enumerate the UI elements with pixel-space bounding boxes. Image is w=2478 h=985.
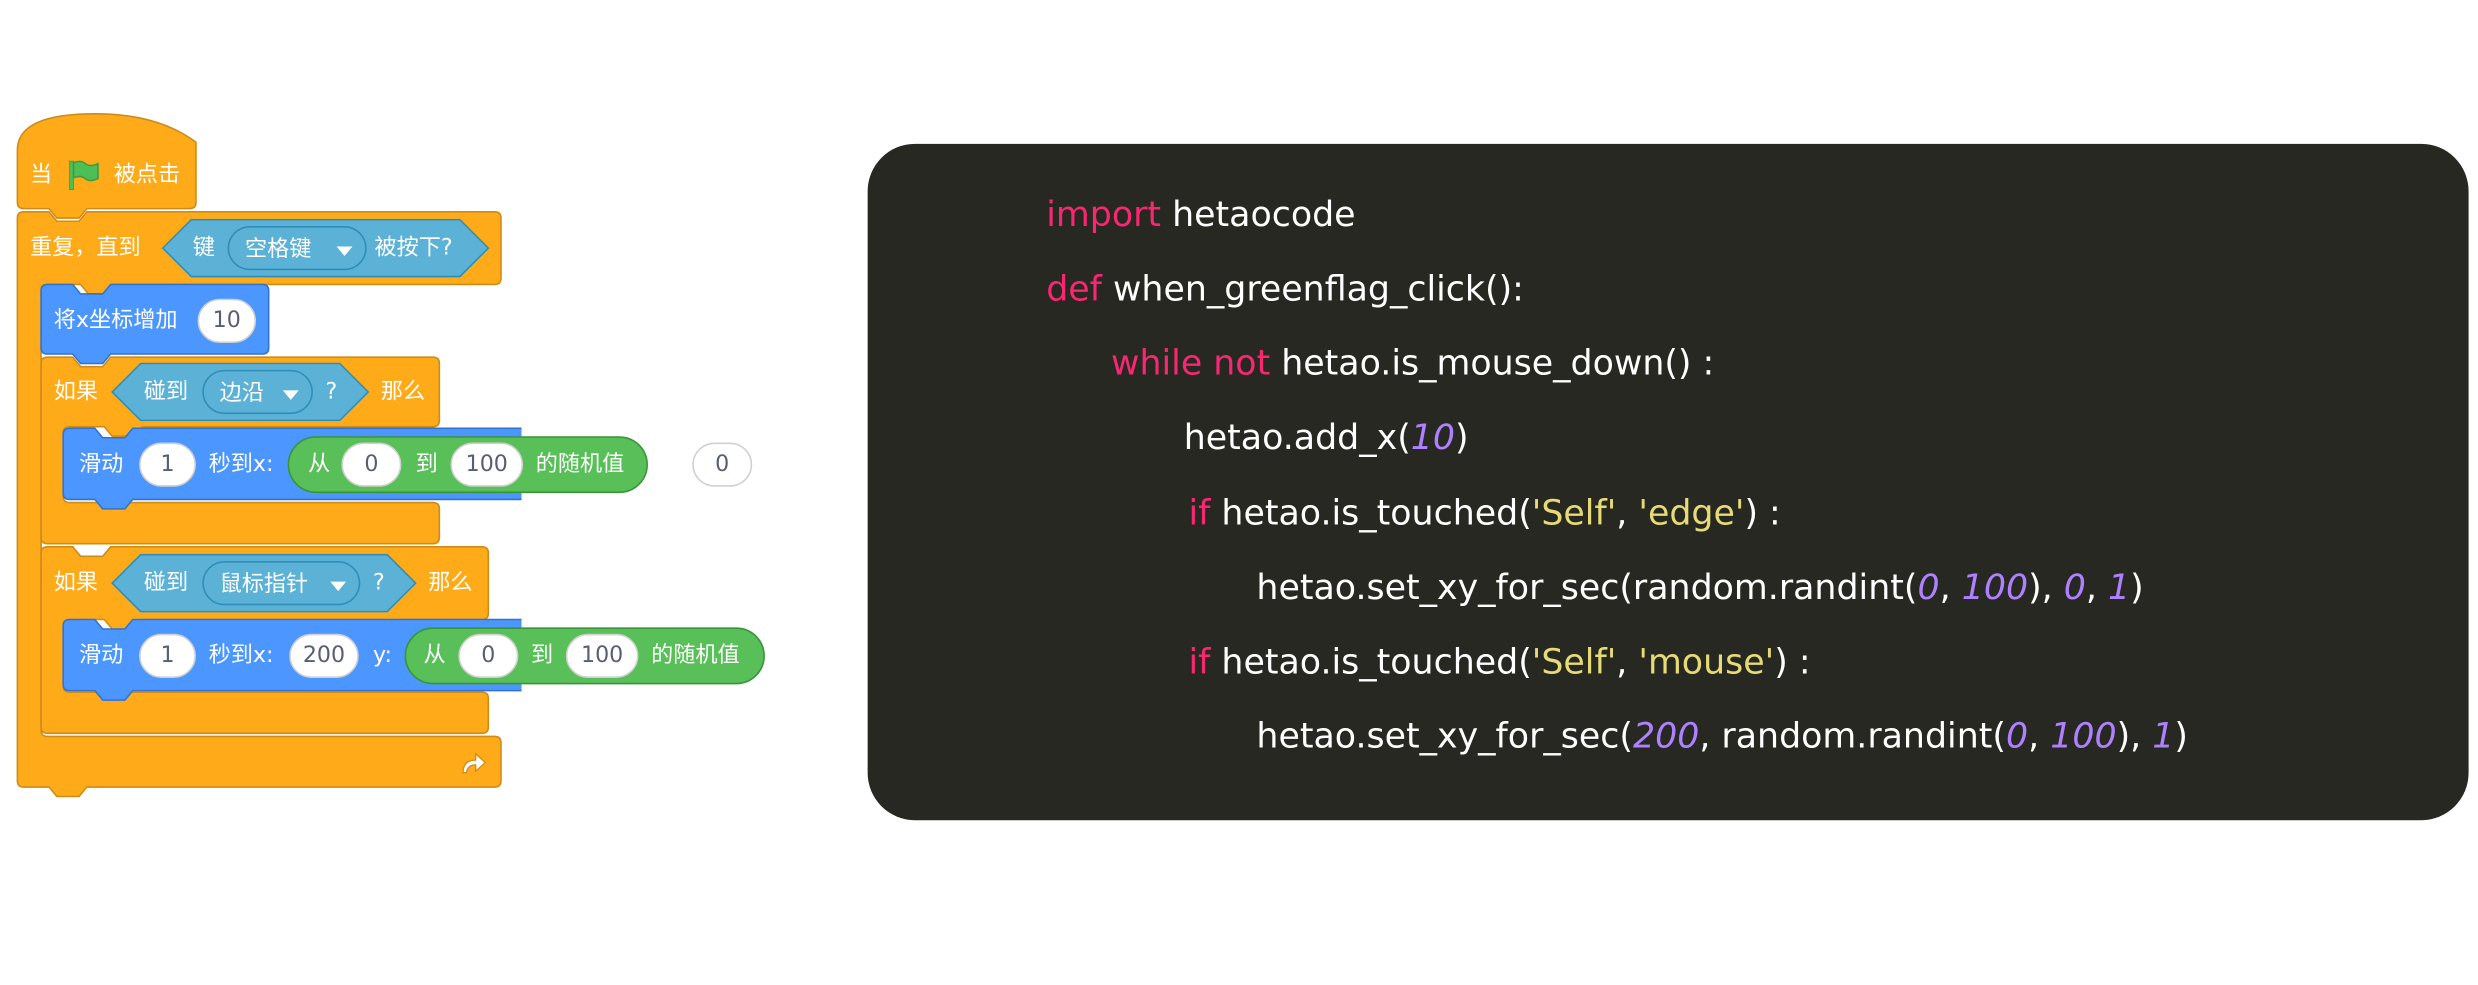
touching-edge-sensor[interactable]: 碰到 边沿 ? [111, 362, 370, 422]
random1-to-input[interactable]: 100 [450, 442, 524, 487]
change-x-input[interactable]: 10 [197, 298, 257, 343]
code-text: ), [2028, 568, 2064, 609]
question-mark: ? [325, 379, 338, 405]
code-line-1: import hetaocode [1046, 195, 1356, 236]
number: 10 [1410, 418, 1456, 459]
code-text: hetao.set_xy_for_sec(random.randint( [1256, 568, 1918, 609]
code-text: hetaocode [1161, 195, 1356, 236]
code-text: ) [2130, 568, 2144, 609]
touch-target-value: 边沿 [219, 380, 264, 407]
code-text: ) [2174, 717, 2188, 758]
random2-from-input[interactable]: 0 [458, 633, 519, 678]
touch-target-dropdown[interactable]: 边沿 [202, 369, 313, 415]
loop-arrow-icon [462, 752, 487, 774]
code-panel [867, 143, 2469, 821]
random1-to-label: 到 [415, 451, 438, 478]
code-text: ) : [1744, 494, 1781, 535]
touching-mouse-sensor[interactable]: 碰到 鼠标指针 ? [111, 553, 418, 613]
code-text: ), [2116, 717, 2153, 758]
glide2-to-x-label: 秒到x: [208, 643, 274, 669]
chevron-down-icon [282, 390, 299, 400]
string: 'mouse' [1638, 643, 1775, 683]
code-text: ) : [1774, 643, 1811, 683]
code-text: when_greenflag_click(): [1101, 270, 1524, 310]
touch-target-value: 鼠标指针 [219, 572, 309, 598]
number: 1 [2152, 717, 2175, 758]
random2-from-label: 从 [423, 643, 446, 669]
glide1-label: 滑动 [79, 451, 124, 478]
code-text: hetao.is_touched( [1210, 643, 1532, 683]
code-line-4: hetao.add_x(10) [1183, 418, 1469, 459]
repeat-until-label: 重复，直到 [30, 235, 141, 261]
number: 0 [1917, 568, 1940, 609]
touch-label: 碰到 [143, 570, 189, 596]
glide2-label: 滑动 [79, 643, 124, 669]
random1-from-label: 从 [308, 451, 331, 478]
code-text: , [1616, 494, 1639, 535]
glide1-y-label: y: [660, 451, 680, 478]
number: 0 [2005, 717, 2029, 758]
code-text: ) [1455, 418, 1469, 459]
random2-to-label: 到 [531, 643, 554, 669]
chevron-down-icon [330, 581, 347, 592]
string: 'edge' [1638, 494, 1745, 535]
string: 'Self' [1531, 643, 1617, 683]
keyword: if [1188, 494, 1211, 535]
number: 100 [1961, 568, 2029, 609]
code-text: , [1939, 568, 1962, 609]
glide2-secs-input[interactable]: 1 [139, 633, 196, 678]
question-mark: ? [372, 570, 385, 596]
if1-label: 如果 [53, 379, 98, 405]
touch-target-dropdown[interactable]: 鼠标指针 [202, 561, 361, 606]
code-line-7: if hetao.is_touched('Self', 'mouse') : [1188, 646, 1810, 681]
keyword: def [1046, 270, 1102, 310]
random1-from-input[interactable]: 0 [341, 442, 402, 487]
key-pressed-sensor[interactable]: 键 空格键 被按下? [161, 218, 490, 278]
touch-label: 碰到 [143, 379, 189, 405]
pressed-label: 被按下? [374, 235, 453, 261]
if2-label: 如果 [53, 570, 98, 596]
keyword: while not [1111, 344, 1271, 385]
code-text: , [1616, 643, 1639, 683]
hat-suffix: 被点击 [113, 162, 181, 189]
code-line-6: hetao.set_xy_for_sec(random.randint(0, 1… [1256, 568, 2144, 609]
code-text: , random.randint( [1699, 717, 2006, 758]
number: 0 [2063, 568, 2086, 609]
code-text: , [2085, 568, 2109, 609]
code-line-8: hetao.set_xy_for_sec(200, random.randint… [1256, 717, 2188, 758]
string: 'Self' [1531, 494, 1617, 535]
random2-to-input[interactable]: 100 [565, 633, 639, 678]
key-dropdown[interactable]: 空格键 [227, 225, 367, 271]
if1-then-label: 那么 [380, 379, 426, 405]
keyword: if [1188, 643, 1211, 683]
code-line-5: if hetao.is_touched('Self', 'edge') : [1188, 494, 1781, 535]
glide1-y-input[interactable]: 0 [692, 442, 753, 487]
glide1-secs-input[interactable]: 1 [139, 442, 196, 487]
glide1-to-x-label: 秒到x: [208, 451, 274, 478]
chevron-down-icon [336, 246, 353, 257]
code-line-3: while not hetao.is_mouse_down() : [1111, 344, 1715, 385]
random1-suffix: 的随机值 [535, 451, 625, 478]
number: 200 [1632, 717, 1700, 758]
green-flag-icon[interactable] [66, 160, 101, 192]
glide2-x-input[interactable]: 200 [289, 633, 359, 678]
number: 1 [2108, 568, 2131, 609]
hat-prefix: 当 [30, 162, 53, 189]
glide2-y-label: y: [372, 643, 392, 669]
key-dropdown-value: 空格键 [244, 237, 312, 263]
number: 100 [2050, 717, 2117, 758]
code-text: hetao.add_x( [1183, 418, 1411, 459]
change-x-label: 将x坐标增加 [53, 308, 178, 334]
random2-suffix: 的随机值 [651, 643, 740, 669]
code-text: , [2028, 717, 2051, 758]
code-line-2: def when_greenflag_click(): [1046, 273, 1524, 308]
keyword: import [1046, 195, 1162, 236]
code-text: hetao.set_xy_for_sec( [1256, 717, 1633, 758]
if2-then-label: 那么 [428, 570, 473, 596]
code-text: hetao.is_touched( [1210, 494, 1532, 535]
code-text: hetao.is_mouse_down() : [1270, 344, 1715, 385]
key-label: 键 [192, 235, 215, 261]
